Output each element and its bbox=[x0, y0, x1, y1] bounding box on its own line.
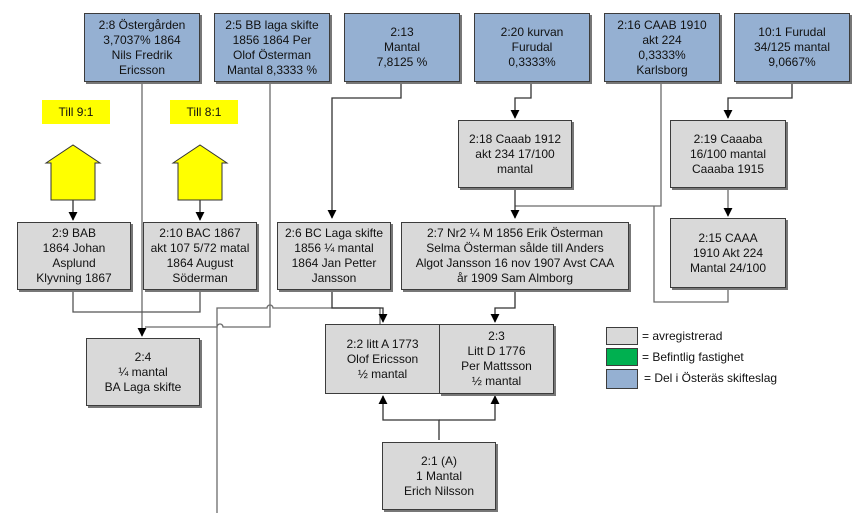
connector-2-6-to-2-2 bbox=[331, 290, 388, 323]
node-line: Olof Österman bbox=[232, 47, 312, 62]
node-line: BA Laga skifte bbox=[104, 379, 182, 394]
node-line: 2:15 CAAA bbox=[698, 230, 758, 245]
node-line: 0,3333% bbox=[638, 47, 686, 62]
node-2-1: 2:1 (A) 1 Mantal Erich Nilsson bbox=[382, 442, 496, 510]
legend-label-existing: = Befintlig fastighet bbox=[642, 350, 744, 364]
connector-2-13-to-2-6 bbox=[327, 82, 402, 219]
node-line: 2:20 kurvan bbox=[500, 25, 564, 39]
node-2-18: 2:18 Caaab 1912 akt 234 17/100 mantal bbox=[458, 120, 572, 188]
node-line: 2:7 Nr2 ¼ M 1856 Erik Österman bbox=[426, 226, 604, 240]
node-line: akt 224 bbox=[642, 32, 682, 47]
node-line: Algot Jansson 16 nov 1907 Avst CAA bbox=[415, 256, 615, 270]
node-line: 2:3 bbox=[488, 329, 505, 343]
node-2-4: 2:4 ¼ mantal BA Laga skifte bbox=[86, 338, 200, 406]
node-2-9: 2:9 BAB 1864 Johan Asplund Klyvning 1867 bbox=[17, 222, 131, 290]
node-line: 2:5 BB laga skifte bbox=[225, 17, 319, 32]
connector-2-20-to-2-18 bbox=[510, 82, 532, 119]
node-line: 9,0667% bbox=[768, 55, 816, 69]
legend-swatch-skifteslag bbox=[606, 369, 638, 389]
node-line: Mantal bbox=[383, 40, 421, 54]
node-line: 2:9 BAB bbox=[51, 226, 97, 240]
node-line: 1864 Jan Petter bbox=[291, 256, 377, 270]
node-2-10: 2:10 BAC 1867 akt 107 5/72 matal 1864 Au… bbox=[143, 222, 257, 290]
node-line: 2:6 BC Laga skifte bbox=[284, 226, 384, 240]
node-line: 2:8 Östergården bbox=[98, 17, 186, 32]
connector-2-4-to-2-2 bbox=[216, 304, 381, 513]
node-line: Mantal 8,3333 % bbox=[226, 62, 318, 77]
connector-2-10-merge bbox=[142, 290, 201, 313]
node-line: 1 Mantal bbox=[415, 468, 463, 483]
label-till-8-1: Till 8:1 bbox=[170, 100, 238, 124]
connector-2-15-loop bbox=[653, 206, 729, 303]
connector-2-1-to-2-2 bbox=[378, 395, 440, 440]
up-arrow-till-8-1-icon bbox=[171, 144, 229, 201]
node-line: Klyvning 1867 bbox=[36, 271, 112, 285]
node-line: Litt D 1776 bbox=[467, 344, 526, 358]
node-line: mantal bbox=[496, 161, 534, 176]
node-line: ½ mantal bbox=[357, 366, 408, 381]
node-line: Ericsson bbox=[118, 62, 165, 77]
node-line: Jansson bbox=[311, 271, 357, 285]
node-line: 1856 ¼ mantal bbox=[294, 241, 374, 255]
up-arrow-till-9-1-icon bbox=[44, 144, 102, 201]
node-line: 7,8125 % bbox=[376, 55, 428, 69]
node-2-20: 2:20 kurvan Furudal 0,3333% bbox=[474, 13, 590, 82]
node-10-1: 10:1 Furudal 34/125 mantal 9,0667% bbox=[734, 13, 850, 82]
node-line: år 1909 Sam Almborg bbox=[456, 271, 574, 285]
node-line: 2:13 bbox=[390, 25, 414, 39]
connector-2-7-to-2-3 bbox=[490, 290, 516, 323]
node-line: 2:4 bbox=[134, 349, 152, 364]
legend-swatch-existing bbox=[606, 348, 638, 366]
node-2-6: 2:6 BC Laga skifte 1856 ¼ mantal 1864 Ja… bbox=[277, 222, 391, 290]
node-line: Asplund bbox=[52, 256, 96, 270]
node-line: Nils Fredrik bbox=[111, 47, 173, 62]
node-line: 1864 Johan bbox=[42, 241, 106, 255]
node-2-8: 2:8 Östergården 3,7037% 1864 Nils Fredri… bbox=[84, 13, 200, 82]
node-line: 1910 Akt 224 bbox=[692, 245, 764, 260]
node-2-15: 2:15 CAAA 1910 Akt 224 Mantal 24/100 bbox=[670, 218, 786, 288]
node-line: 1856 1864 Per bbox=[232, 32, 312, 47]
legend-label-deregistered: = avregistrerad bbox=[642, 329, 723, 343]
node-line: 34/125 mantal bbox=[753, 40, 831, 54]
node-2-2: 2:2 litt A 1773 Olof Ericsson ½ mantal bbox=[325, 324, 440, 394]
node-line: 2:10 BAC 1867 bbox=[159, 226, 241, 240]
node-line: Selma Österman sålde till Anders bbox=[426, 241, 604, 255]
node-line: Furudal bbox=[511, 40, 553, 54]
connector-2-1-to-2-3 bbox=[439, 395, 500, 421]
node-line: Caaaba 1915 bbox=[691, 161, 765, 176]
node-2-5: 2:5 BB laga skifte 1856 1864 Per Olof Ös… bbox=[214, 13, 330, 82]
node-line: Olof Ericsson bbox=[346, 351, 419, 366]
node-line: Söderman bbox=[172, 271, 228, 285]
node-line: Karlsborg bbox=[636, 62, 688, 77]
node-line: 3,7037% 1864 bbox=[103, 32, 181, 47]
node-line: 2:18 Caaab 1912 bbox=[468, 131, 562, 146]
node-2-3: 2:3 Litt D 1776 Per Mattsson ½ mantal bbox=[439, 324, 554, 394]
connector-2-9-merge bbox=[72, 290, 142, 313]
node-line: 2:2 litt A 1773 bbox=[346, 336, 419, 351]
node-2-16: 2:16 CAAB 1910 akt 224 0,3333% Karlsborg bbox=[604, 13, 720, 82]
node-line: Erich Nilsson bbox=[403, 483, 475, 498]
legend-swatch-deregistered bbox=[606, 327, 638, 345]
node-2-19: 2:19 Caaaba 16/100 mantal Caaaba 1915 bbox=[670, 120, 786, 188]
node-line: 2:1 (A) bbox=[420, 453, 457, 468]
node-line: 2:19 Caaaba bbox=[693, 131, 763, 146]
node-line: Per Mattsson bbox=[461, 359, 532, 373]
node-2-7: 2:7 Nr2 ¼ M 1856 Erik Österman Selma Öst… bbox=[401, 222, 629, 290]
node-line: 0,3333% bbox=[508, 55, 556, 69]
node-line: akt 107 5/72 matal bbox=[150, 241, 250, 255]
node-line: ½ mantal bbox=[471, 374, 522, 388]
node-line: Mantal 24/100 bbox=[689, 260, 767, 275]
node-line: 10:1 Furudal bbox=[758, 25, 826, 39]
connector-10-1-to-2-19 bbox=[723, 82, 793, 119]
node-line: akt 234 17/100 bbox=[475, 146, 555, 161]
node-line: 2:16 CAAB 1910 bbox=[617, 17, 707, 32]
connector-2-16-to-2-7 bbox=[515, 82, 662, 207]
node-line: ¼ mantal bbox=[118, 364, 168, 379]
node-2-13: 2:13 Mantal 7,8125 % bbox=[344, 13, 460, 82]
legend-label-skifteslag: = Del i Österäs skifteslag bbox=[644, 371, 778, 385]
node-line: 1864 August bbox=[166, 256, 234, 270]
node-line: 16/100 mantal bbox=[689, 146, 767, 161]
label-till-9-1: Till 9:1 bbox=[42, 100, 110, 124]
